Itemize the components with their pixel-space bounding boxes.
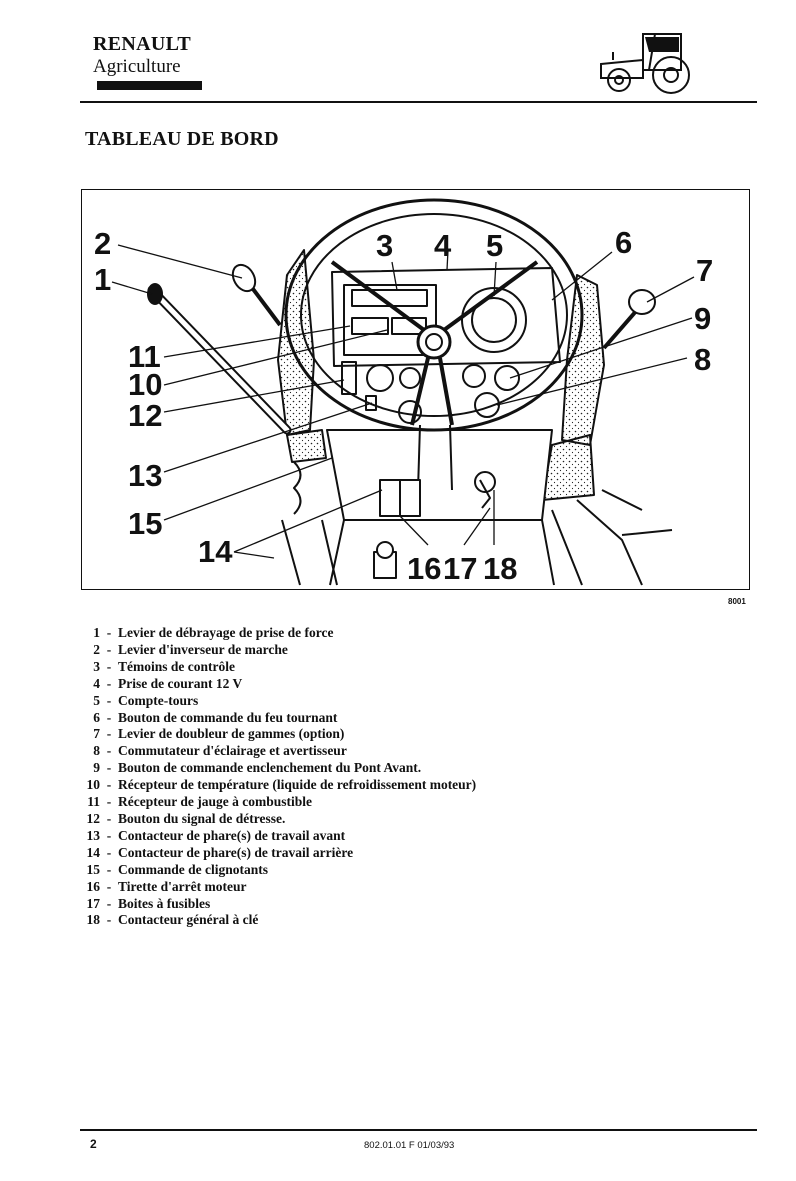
header-rule [80,101,757,103]
legend-item: 7-Levier de doubleur de gammes (option) [84,726,484,743]
callout-1: 1 [94,262,111,297]
callout-8: 8 [694,342,711,377]
callout-15: 15 [128,506,162,541]
brand-block: RENAULT Agriculture [93,33,202,90]
legend-number: 8 [93,743,100,759]
brand-division: Agriculture [93,56,181,77]
callout-7: 7 [696,253,713,288]
legend-number: 13 [86,827,101,843]
legend-item: 10-Récepteur de température (liquide de … [84,777,484,794]
callout-2: 2 [94,226,111,261]
callout-10: 10 [128,367,162,402]
legend-number: 4 [93,675,100,691]
legend-text: Prise de courant 12 V [118,675,243,691]
callout-18: 18 [483,551,517,586]
legend-item: 1-Levier de débrayage de prise de force [84,625,484,642]
legend-number: 12 [86,810,101,826]
legend-number: 15 [86,861,101,877]
legend-text: Bouton de commande du feu tournant [118,709,338,725]
footer-rule [80,1129,757,1131]
legend-text: Contacteur général à clé [118,912,259,928]
callout-9: 9 [694,301,711,336]
callout-6: 6 [615,225,632,260]
legend-item: 12-Bouton du signal de détresse. [84,811,484,828]
legend-text: Récepteur de température (liquide de ref… [118,777,477,793]
component-legend: 1-Levier de débrayage de prise de force … [84,625,484,929]
callout-4: 4 [434,228,452,263]
document-reference: 802.01.01 F 01/03/93 [364,1140,455,1151]
legend-item: 2-Levier d'inverseur de marche [84,642,484,659]
legend-text: Bouton de commande enclenchement du Pont… [118,760,422,776]
callout-11: 11 [128,339,161,374]
figure-code: 8001 [728,597,746,606]
callout-3: 3 [376,228,393,263]
legend-item: 4-Prise de courant 12 V [84,676,484,693]
legend-number: 16 [86,878,101,894]
legend-text: Récepteur de jauge à combustible [118,794,312,810]
legend-text: Levier d'inverseur de marche [118,641,288,657]
callout-14: 14 [198,534,233,569]
dashboard-drawing: 2 1 3 4 5 6 7 9 8 11 10 12 13 15 14 16 1… [94,198,713,586]
legend-text: Tirette d'arrêt moteur [118,878,247,894]
dashboard-illustration: 2 1 3 4 5 6 7 9 8 11 10 12 13 15 14 16 1… [81,189,750,590]
callout-labels: 2 1 3 4 5 6 7 9 8 11 10 12 13 15 14 16 1… [94,225,713,586]
legend-item: 13-Contacteur de phare(s) de travail ava… [84,828,484,845]
legend-text: Commutateur d'éclairage et avertisseur [118,743,347,759]
legend-item: 3-Témoins de contrôle [84,659,484,676]
legend-text: Contacteur de phare(s) de travail arrièr… [118,844,354,860]
callout-13: 13 [128,458,162,493]
legend-item: 8-Commutateur d'éclairage et avertisseur [84,743,484,760]
brand-name: RENAULT [93,33,192,55]
legend-number: 7 [93,726,100,742]
legend-number: 10 [86,777,101,793]
brand-underline-bar [97,81,202,90]
callout-17: 17 [443,551,477,586]
legend-text: Boites à fusibles [118,895,211,911]
legend-number: 17 [86,895,101,911]
legend-item: 15-Commande de clignotants [84,862,484,879]
legend-number: 18 [86,912,101,928]
legend-number: 1 [93,625,100,640]
legend-item: 9-Bouton de commande enclenchement du Po… [84,760,484,777]
legend-item: 18-Contacteur général à clé [84,912,484,929]
legend-item: 17-Boites à fusibles [84,896,484,913]
legend-text: Commande de clignotants [118,861,269,877]
callout-16: 16 [407,551,441,586]
legend-number: 3 [93,658,100,674]
legend-text: Bouton du signal de détresse. [118,810,286,826]
legend-item: 6-Bouton de commande du feu tournant [84,710,484,727]
legend-item: 14-Contacteur de phare(s) de travail arr… [84,845,484,862]
legend-number: 6 [93,709,100,725]
legend-number: 11 [87,794,100,810]
page-number: 2 [90,1137,97,1151]
legend-item: 11-Récepteur de jauge à combustible [84,794,484,811]
legend-item: 16- Tirette d'arrêt moteur [84,879,484,896]
legend-text: Témoins de contrôle [118,658,235,674]
legend-item: 5-Compte-tours [84,693,484,710]
legend-number: 14 [86,844,101,860]
legend-text: Levier de débrayage de prise de force [118,625,334,640]
page-title: TABLEAU DE BORD [85,128,279,150]
legend-number: 9 [93,760,100,776]
legend-text: Compte-tours [118,692,199,708]
callout-5: 5 [486,228,503,263]
legend-text: Levier de doubleur de gammes (option) [118,726,345,742]
tractor-icon [600,33,690,94]
legend-number: 2 [93,641,100,657]
legend-number: 5 [93,692,100,708]
legend-text: Contacteur de phare(s) de travail avant [118,827,346,843]
callout-12: 12 [128,398,162,433]
